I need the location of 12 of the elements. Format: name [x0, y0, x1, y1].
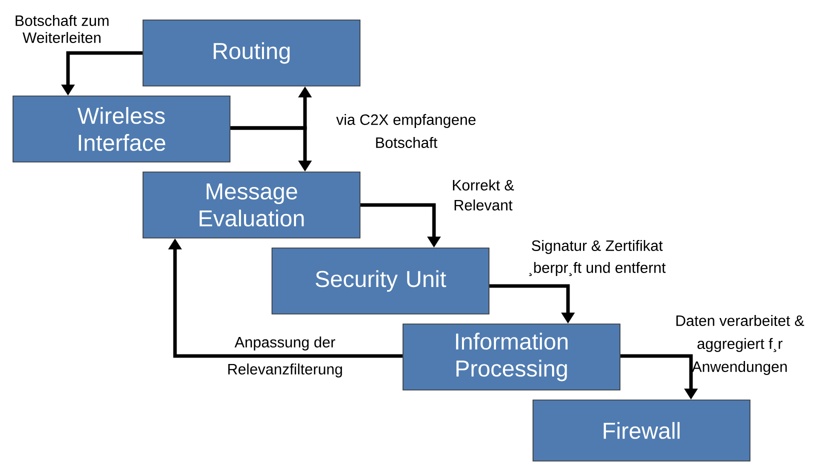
process-box: Routing [142, 20, 360, 86]
process-box: Firewall [532, 400, 750, 462]
process-box: Wireless Interface [12, 96, 230, 162]
edge-label: Signatur & Zertifikat ¸berpr¸ft und entfernt [529, 240, 666, 276]
edge-label: Botschaft zum Weiterleiten [16, 15, 109, 43]
process-box: Security Unit [272, 248, 490, 314]
process-box: Message Evaluation [142, 172, 360, 238]
edge-label: Korrekt & Relevant [452, 179, 514, 210]
edge-label: via C2X empfangene Botschaft [336, 114, 476, 148]
edge-label: Anpassung der Relevanzfilterung [228, 336, 342, 378]
edge-label: Daten verarbeitet & aggregiert f¸r Anwendungen [676, 315, 804, 375]
process-box: Information Processing [402, 324, 620, 390]
